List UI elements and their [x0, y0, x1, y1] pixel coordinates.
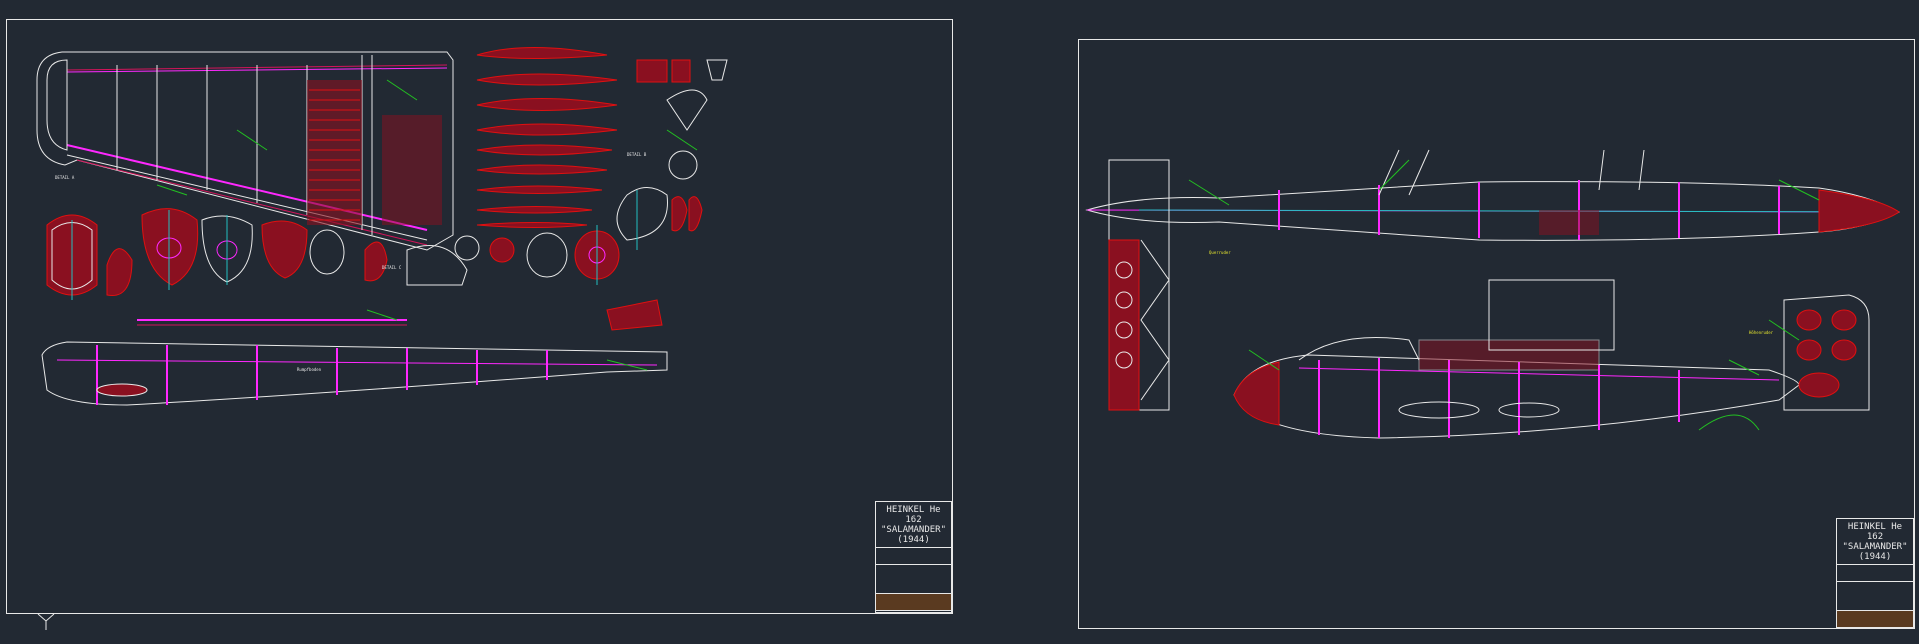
- title-block-left: HEINKEL He 162 "SALAMANDER" (1944): [875, 501, 952, 613]
- title-block-row: [876, 548, 951, 565]
- wing-planform: [36, 51, 454, 251]
- title-block-row: [1837, 565, 1913, 582]
- fuselage-side-view: [1233, 279, 1870, 439]
- right-note-1: Querruder: [1209, 250, 1231, 255]
- ucs-axis-icon: [37, 613, 55, 630]
- title-block-heading: HEINKEL He 162 "SALAMANDER" (1944): [876, 502, 951, 548]
- center-lines: [71, 190, 638, 300]
- fuselage-top-view: [1085, 149, 1901, 411]
- title-line-2: "SALAMANDER": [880, 525, 947, 535]
- wing-and-parts-drawing: [36, 47, 728, 406]
- title-line-3: (1944): [1858, 552, 1892, 562]
- title-block-row: [1837, 582, 1913, 611]
- title-line-1: HEINKEL He 162: [886, 505, 941, 525]
- title-line-2: "SALAMANDER": [1842, 542, 1908, 552]
- title-block-row: [876, 611, 951, 629]
- right-drawing-sheet: Querruder Höhenruder HEINKEL He 162 "SAL…: [1078, 39, 1915, 629]
- title-block-right: HEINKEL He 162 "SALAMANDER" (1944): [1836, 518, 1914, 628]
- title-block-heading: HEINKEL He 162 "SALAMANDER" (1944): [1837, 519, 1913, 565]
- leader-lines: [1188, 159, 1820, 431]
- title-block-row: [1837, 628, 1913, 644]
- detail-a-label: DETAIL A: [55, 175, 75, 180]
- fuselage-bottom-view: [41, 341, 668, 406]
- fuselage-views-drawing: [1085, 149, 1901, 439]
- right-note-2: Höhenruder: [1749, 330, 1774, 335]
- small-parts: [616, 59, 728, 241]
- title-block-row: [1837, 611, 1913, 628]
- left-drawing-sheet: DETAIL A DETAIL B DETAIL C Rumpfboden HE…: [6, 19, 953, 614]
- title-block-row: [876, 565, 951, 594]
- detail-c-label: DETAIL C: [382, 265, 402, 270]
- title-line-3: (1944): [897, 535, 930, 545]
- leader-lines: [156, 79, 698, 371]
- wing-rib-profiles: [476, 47, 618, 228]
- title-line-1: HEINKEL He 162: [1847, 522, 1903, 542]
- detail-b-label: DETAIL B: [627, 152, 647, 157]
- fuselage-part-label: Rumpfboden: [297, 367, 322, 372]
- title-block-row: [876, 594, 951, 611]
